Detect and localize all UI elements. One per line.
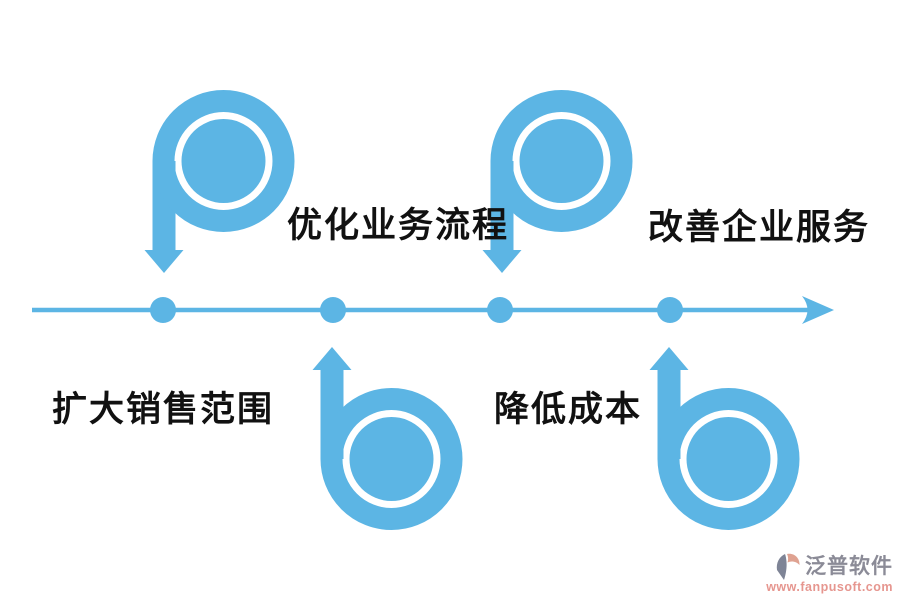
step-label-improve-services: 改善企业服务: [648, 208, 871, 247]
step-label-optimize-processes: 优化业务流程: [287, 206, 510, 245]
timeline-dot-3: [487, 297, 513, 323]
step-label-reduce-cost: 降低成本: [494, 390, 643, 429]
timeline-dot-4: [657, 297, 683, 323]
brand-row: 泛普软件: [766, 553, 893, 581]
spiral-arrow-up-icon-2: [650, 347, 789, 519]
step-label-expand-sales: 扩大销售范围: [52, 390, 275, 429]
fanpu-logo-icon: [776, 553, 800, 580]
brand-watermark: 泛普软件 www.fanpusoft.com: [766, 553, 893, 594]
timeline-arrowhead-icon: [802, 296, 834, 324]
spiral-arrow-up-icon-1: [313, 347, 452, 519]
timeline-dot-2: [320, 297, 346, 323]
brand-name: 泛普软件: [805, 555, 893, 579]
spiral-arrow-down-icon-1: [145, 101, 284, 273]
timeline-dot-1: [150, 297, 176, 323]
brand-url: www.fanpusoft.com: [766, 580, 893, 594]
